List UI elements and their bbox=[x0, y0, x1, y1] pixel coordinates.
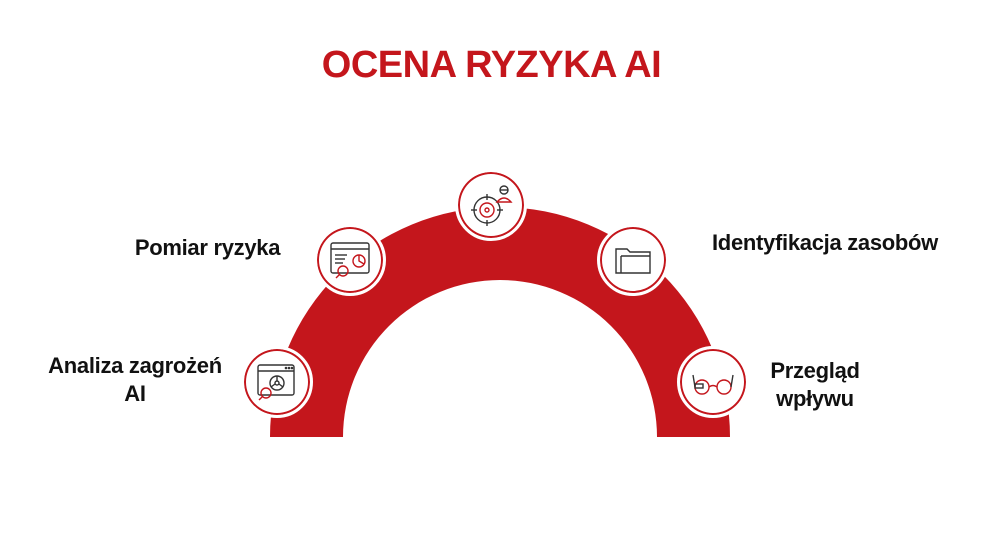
label-threat-analysis-line1: Analiza zagrożeń bbox=[48, 353, 222, 378]
target-hacker-icon bbox=[471, 185, 513, 226]
label-risk-measurement: Pomiar ryzyka bbox=[110, 234, 305, 262]
label-risk-measurement-text: Pomiar ryzyka bbox=[134, 235, 281, 260]
step-node-threat-analysis bbox=[241, 346, 313, 418]
step-node-risk-measurement bbox=[314, 224, 386, 296]
browser-chart-search-icon bbox=[330, 242, 370, 279]
label-impact-review-line2: wpływu bbox=[776, 386, 854, 411]
label-threat-analysis-line2: AI bbox=[124, 381, 146, 406]
label-asset-identification-text: Identyfikacja zasobów bbox=[712, 230, 938, 255]
label-impact-review: Przegląd wpływu bbox=[755, 357, 875, 413]
folder-icon bbox=[615, 248, 651, 274]
step-node-asset-identification bbox=[597, 224, 669, 296]
step-node-target bbox=[455, 169, 527, 241]
page-title: OCENA RYZYKA AI bbox=[321, 44, 662, 86]
glasses-icon bbox=[692, 374, 734, 395]
browser-biohazard-search-icon bbox=[257, 364, 295, 401]
step-node-impact-review bbox=[677, 346, 749, 418]
label-threat-analysis: Analiza zagrożeń AI bbox=[30, 352, 240, 408]
label-asset-identification: Identyfikacja zasobów bbox=[690, 229, 960, 257]
label-impact-review-line1: Przegląd bbox=[770, 358, 860, 383]
